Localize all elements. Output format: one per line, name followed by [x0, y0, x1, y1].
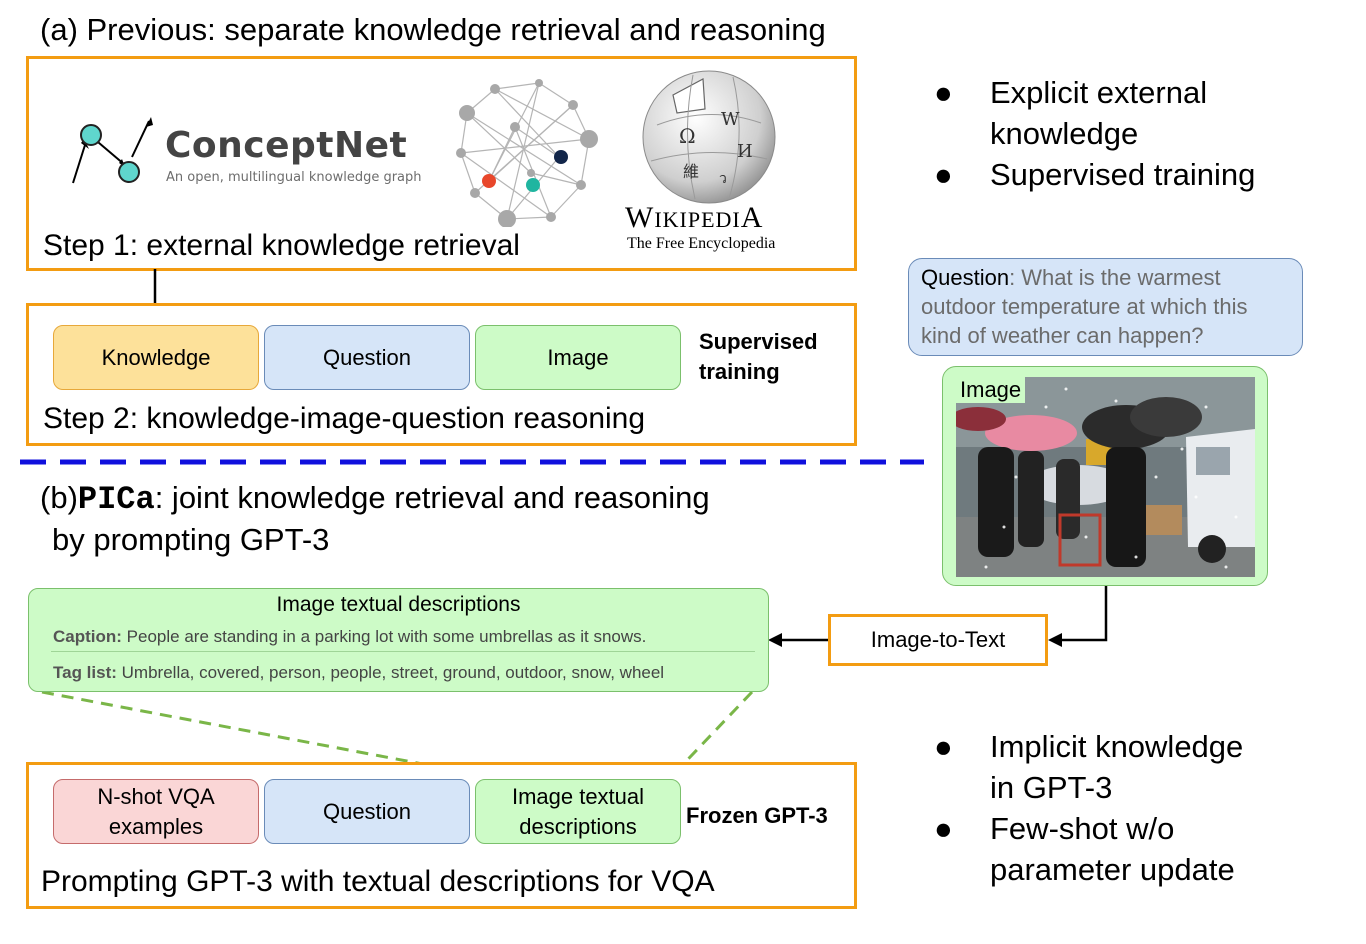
- image-panel: Image: [942, 366, 1268, 586]
- prompt-question-input: Question: [264, 779, 470, 844]
- image-panel-label: Image: [956, 377, 1026, 403]
- conceptnet-tagline: An open, multilingual knowledge graph: [166, 170, 422, 185]
- svg-text:Ω: Ω: [679, 124, 696, 148]
- prompting-box: N-shot VQA examples Question Image textu…: [26, 762, 857, 909]
- wikipedia-tagline: The Free Encyclopedia: [627, 235, 776, 252]
- bullet-explicit-knowledge: ● Explicit external knowledge: [934, 72, 1255, 154]
- step1-label: Step 1: external knowledge retrieval: [43, 229, 520, 262]
- supervised-training-label: Supervised training: [699, 329, 818, 384]
- prompting-step-label: Prompting GPT-3 with textual description…: [41, 865, 715, 898]
- section-a-heading: (a) Previous: separate knowledge retriev…: [40, 12, 826, 47]
- tag-list-line: Tag list: Umbrella, covered, person, peo…: [53, 663, 665, 682]
- nshot-examples-input: N-shot VQA examples: [53, 779, 259, 844]
- svg-text:ว: ว: [719, 171, 727, 187]
- pica-name: PICa: [77, 481, 155, 518]
- image-input: Image: [475, 325, 681, 390]
- bullet-supervised-training: ● Supervised training: [934, 154, 1255, 195]
- knowledge-graph-icon: [456, 79, 598, 227]
- bullet-dot: ●: [934, 75, 953, 110]
- prompt-descriptions-input: Image textual descriptions: [475, 779, 681, 844]
- step1-box: ConceptNet An open, multilingual knowled…: [26, 56, 857, 271]
- svg-text:W: W: [721, 109, 740, 130]
- textual-descriptions-box: Image textual descriptions Caption: Peop…: [28, 588, 769, 692]
- step2-box: Knowledge Question Image Supervised trai…: [26, 303, 857, 446]
- bullet-dot: ●: [934, 729, 953, 764]
- descriptions-title: Image textual descriptions: [276, 593, 521, 616]
- section-a-bullets: ● Explicit external knowledge ● Supervis…: [934, 72, 1255, 195]
- bullet-few-shot: ● Few-shot w/o parameter update: [934, 808, 1243, 890]
- conceptnet-name: ConceptNet: [165, 125, 408, 166]
- step2-label: Step 2: knowledge-image-question reasoni…: [43, 402, 646, 435]
- image-to-text-box: Image-to-Text: [828, 614, 1048, 666]
- wikipedia-globe-icon: Ω W И 維 ว: [642, 70, 776, 204]
- section-b-bullets: ● Implicit knowledge in GPT-3 ● Few-shot…: [934, 726, 1243, 890]
- snowy-street-photo: [956, 377, 1255, 577]
- question-label: Question: [921, 265, 1010, 290]
- svg-text:И: И: [737, 141, 753, 162]
- question-input: Question: [264, 325, 470, 390]
- section-b-heading-line2: by prompting GPT-3: [52, 522, 330, 557]
- section-b-heading: (b)PICa: joint knowledge retrieval and r…: [40, 480, 710, 518]
- question-text: : What is the warmest outdoor temperatur…: [921, 265, 1248, 348]
- wikipedia-name: WIKIPEDIA: [625, 201, 764, 234]
- frozen-gpt3-label: Frozen GPT-3: [686, 803, 828, 828]
- conceptnet-logo-icon: [72, 117, 153, 184]
- descriptions-divider: [51, 651, 755, 652]
- caption-line: Caption: People are standing in a parkin…: [53, 627, 647, 646]
- knowledge-input: Knowledge: [53, 325, 259, 390]
- bullet-implicit-knowledge: ● Implicit knowledge in GPT-3: [934, 726, 1243, 808]
- question-bubble: Question: What is the warmest outdoor te…: [908, 258, 1303, 356]
- bullet-dot: ●: [934, 157, 953, 192]
- bullet-dot: ●: [934, 811, 953, 846]
- svg-text:維: 維: [683, 162, 699, 181]
